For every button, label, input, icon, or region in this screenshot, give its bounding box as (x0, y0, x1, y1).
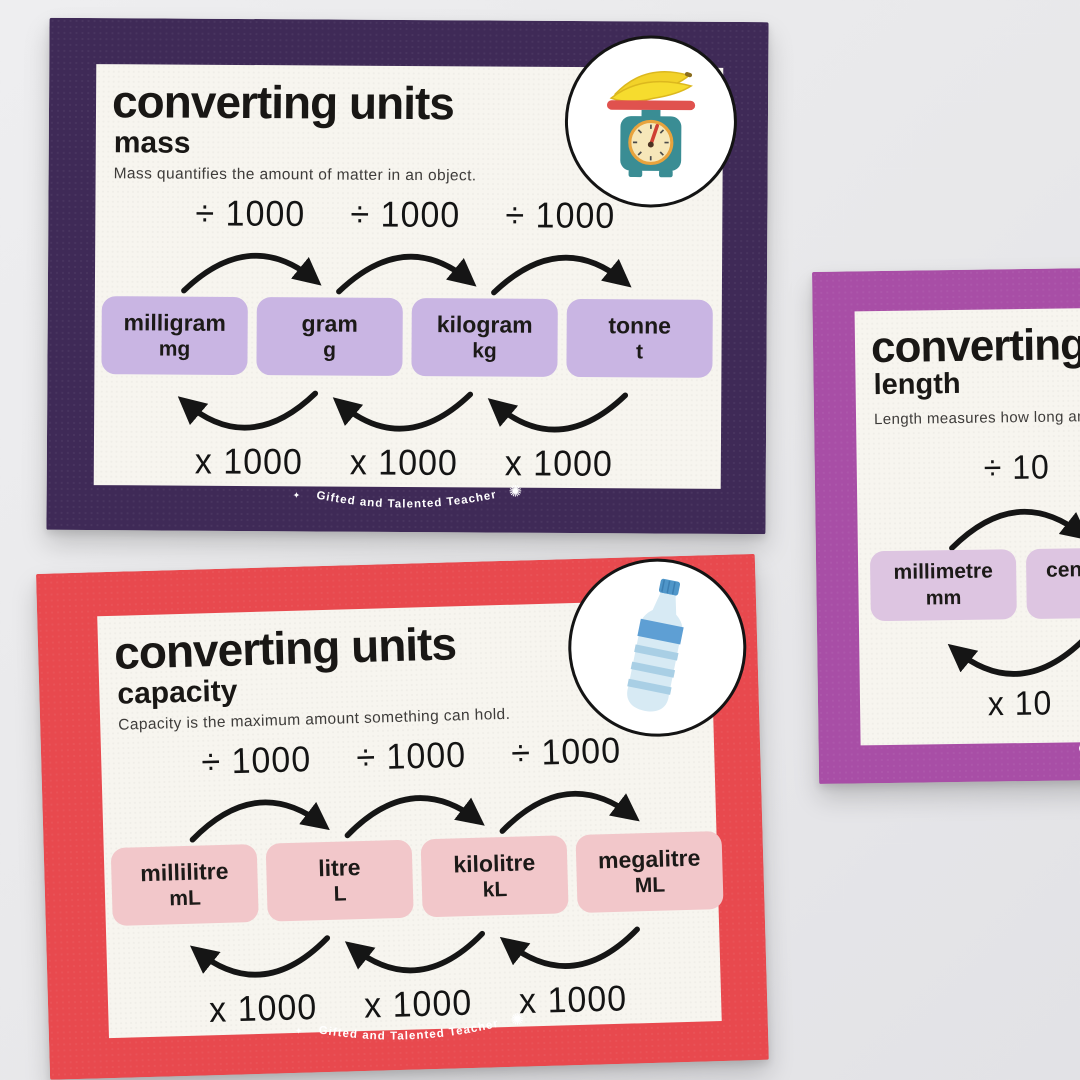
divide-label: ÷ 1000 (350, 194, 461, 236)
brand-text: Gifted and Talented Teacher (317, 1018, 500, 1045)
arrow-left-arc-icon (499, 926, 640, 969)
divide-label: ÷ 1000 (510, 730, 622, 774)
multiply-label: x 1000 (194, 441, 304, 483)
arrow-left-arc-icon (332, 391, 474, 432)
arrow-left-arc-icon (487, 392, 629, 433)
multiply-label: x 1000 (504, 443, 614, 485)
arrow-right-arc-icon (491, 254, 632, 296)
unit-symbol: kL (482, 878, 508, 902)
unit-symbol: ML (634, 873, 666, 898)
capacity-icon-badge (565, 556, 749, 740)
mass-description: Mass quantifies the amount of matter in … (113, 165, 477, 185)
unit-box-millimetre: millimetre mm (869, 549, 1017, 622)
mass-icon-badge (564, 34, 738, 209)
subtitle-mass: mass (113, 126, 191, 160)
unit-name: tonne (608, 311, 672, 339)
length-poster-card: converting units length Length measures … (812, 262, 1080, 784)
arrow-right-arc-icon (949, 509, 1080, 551)
brand-arc: Gifted and Talented Teacher (1077, 738, 1080, 763)
svg-text:Gifted and Talented Teacher: Gifted and Talented Teacher (1077, 738, 1080, 763)
arrow-left-arc-icon (177, 390, 319, 431)
brand-arc: Gifted and Talented Teacher ✦ ✺ (294, 1012, 524, 1045)
unit-symbol: kg (472, 339, 497, 363)
divide-label: ÷ 1000 (195, 193, 306, 235)
arrow-left-arc-icon (189, 935, 331, 978)
arrow-left-arc-icon (344, 930, 486, 974)
multiply-label: x 1000 (349, 442, 459, 484)
capacity-panel: converting units capacity Capacity is th… (97, 599, 724, 1039)
subtitle-capacity: capacity (116, 674, 238, 711)
multiply-label: x 10 (987, 683, 1053, 723)
unit-box-kilogram: kilogram kg (411, 298, 558, 377)
arrow-right-arc-icon (344, 795, 485, 839)
brand-text: Gifted and Talented Teacher (1077, 738, 1080, 763)
kitchen-scale-icon (606, 70, 696, 178)
divide-label: ÷ 10 (983, 447, 1051, 487)
subtitle-length: length (873, 367, 961, 402)
unit-box-milligram: milligram mg (101, 296, 248, 376)
sparkle-icon: ✺ (508, 484, 522, 501)
unit-name: kilogram (436, 310, 533, 338)
unit-symbol: mL (169, 886, 202, 911)
unit-symbol: L (333, 882, 347, 907)
page-title: converting units (113, 617, 457, 679)
sparkle-icon: ✺ (510, 1012, 524, 1028)
length-panel: converting units length Length measures … (854, 302, 1080, 746)
arrow-left-arc-icon (947, 635, 1080, 677)
mass-panel: converting units mass Mass quantifies th… (93, 64, 724, 489)
divide-label: ÷ 1000 (505, 195, 616, 237)
unit-name: megalitre (597, 844, 701, 873)
mass-poster-card: converting units mass Mass quantifies th… (46, 17, 769, 535)
length-description: Length measures how long an object is. (873, 407, 1080, 429)
unit-box-litre: litre L (265, 839, 414, 922)
divide-label: ÷ 1000 (200, 739, 312, 783)
page-title: converting units (111, 75, 455, 130)
page-title: converting units (870, 319, 1080, 373)
unit-box-gram: gram g (256, 297, 403, 376)
unit-name: millilitre (139, 857, 229, 886)
water-bottle-icon (627, 578, 684, 712)
brand-text: Gifted and Talented Teacher (315, 488, 498, 511)
unit-box-kilolitre: kilolitre kL (420, 835, 569, 918)
arrow-right-arc-icon (336, 253, 477, 295)
unit-name: litre (317, 853, 361, 881)
capacity-description: Capacity is the maximum amount something… (118, 705, 511, 734)
unit-box-centimetre: centimetre cm (1025, 547, 1080, 620)
unit-box-millilitre: millilitre mL (110, 843, 259, 926)
unit-symbol: mg (158, 337, 191, 361)
unit-name: kilolitre (452, 848, 536, 877)
arrow-right-arc-icon (181, 252, 322, 294)
sparkle-icon: ✦ (294, 1026, 302, 1036)
unit-symbol: t (635, 340, 644, 364)
unit-box-megalitre: megalitre ML (575, 830, 724, 914)
arrow-right-arc-icon (499, 791, 640, 834)
unit-name: centimetre (1045, 557, 1080, 583)
unit-symbol: g (323, 338, 337, 362)
divide-label: ÷ 1000 (355, 734, 467, 779)
svg-text:Gifted and Talented Teacher: Gifted and Talented Teacher (317, 1018, 500, 1045)
unit-symbol: mm (925, 586, 962, 610)
arrow-right-arc-icon (189, 799, 330, 843)
brand-arc: Gifted and Talented Teacher ✦ ✺ (292, 484, 522, 511)
unit-name: milligram (123, 308, 226, 336)
unit-name: gram (301, 309, 358, 337)
sparkle-icon: ✦ (292, 490, 300, 500)
unit-name: millimetre (893, 559, 993, 585)
unit-box-tonne: tonne t (566, 298, 713, 378)
capacity-poster-card: converting units capacity Capacity is th… (36, 553, 769, 1080)
svg-text:Gifted and Talented Teacher: Gifted and Talented Teacher (315, 488, 498, 511)
